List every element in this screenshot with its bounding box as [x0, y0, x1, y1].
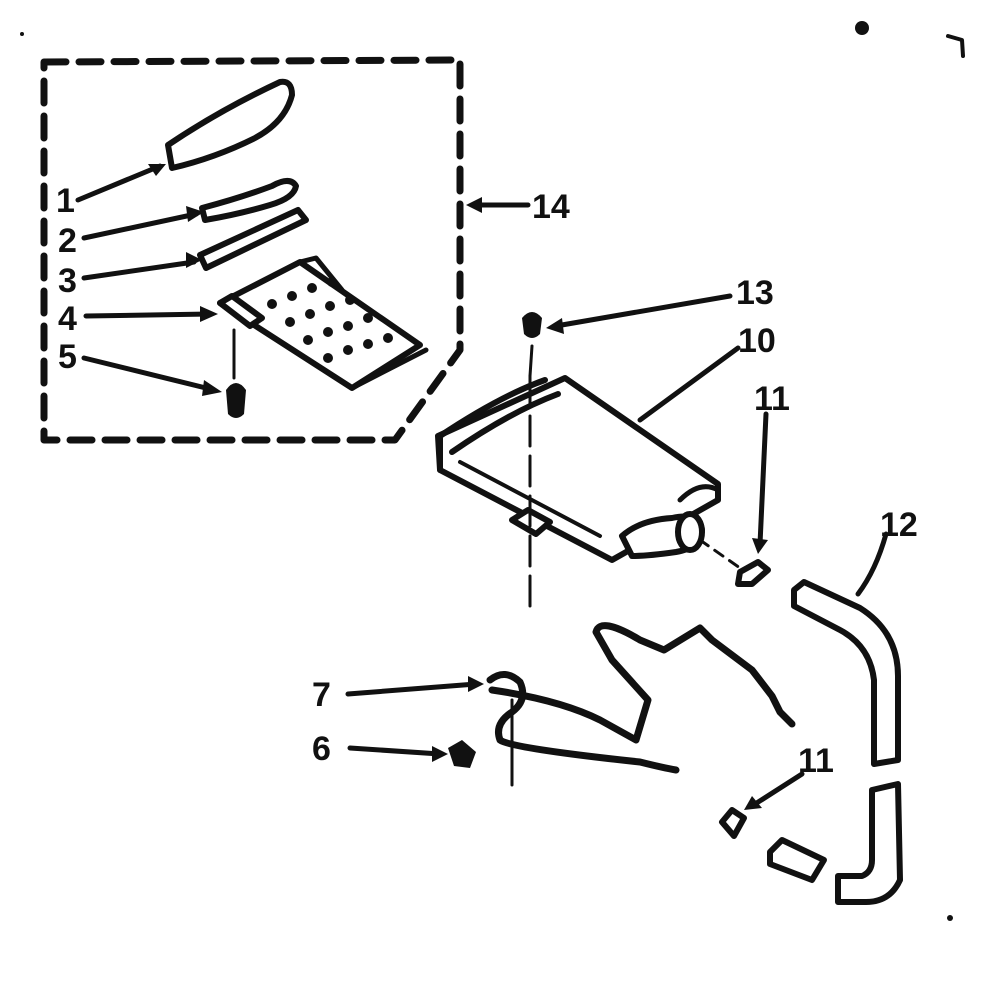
callout-labels: 1 2 3 4 5 14 13 10 11 12 7 6 11	[56, 182, 918, 780]
part-12-hose-lower	[835, 781, 903, 905]
callout-10: 10	[738, 322, 776, 360]
callout-13: 13	[736, 274, 774, 312]
callout-11-upper: 11	[754, 380, 790, 418]
callout-2: 2	[58, 222, 77, 260]
part-13-screw	[522, 312, 542, 378]
part-4-tray	[217, 255, 429, 391]
part-6-cap	[448, 740, 476, 768]
scan-specks	[20, 21, 965, 921]
kit-box-14	[40, 56, 464, 444]
callout-3: 3	[58, 262, 77, 300]
short-tube	[767, 837, 827, 883]
part-2-clip	[199, 178, 299, 223]
part-1-shield	[165, 78, 295, 171]
callout-4: 4	[58, 300, 77, 338]
callout-14: 14	[532, 188, 570, 226]
callout-11-lower: 11	[798, 742, 834, 780]
part-3-bar	[197, 207, 309, 271]
callout-5: 5	[58, 338, 77, 376]
part-12-hose	[791, 579, 901, 767]
part-11-washer-lower	[719, 807, 747, 839]
callout-1: 1	[56, 182, 75, 220]
part-5-screw	[226, 328, 246, 418]
leader-lines	[75, 163, 889, 810]
callout-6: 6	[312, 730, 331, 768]
tray-perforations	[267, 277, 393, 363]
callout-7: 7	[312, 676, 331, 714]
part-7-wire	[486, 622, 796, 774]
callout-12: 12	[880, 506, 918, 544]
part-10-housing	[435, 375, 721, 563]
part-11-washer-upper	[735, 559, 771, 587]
